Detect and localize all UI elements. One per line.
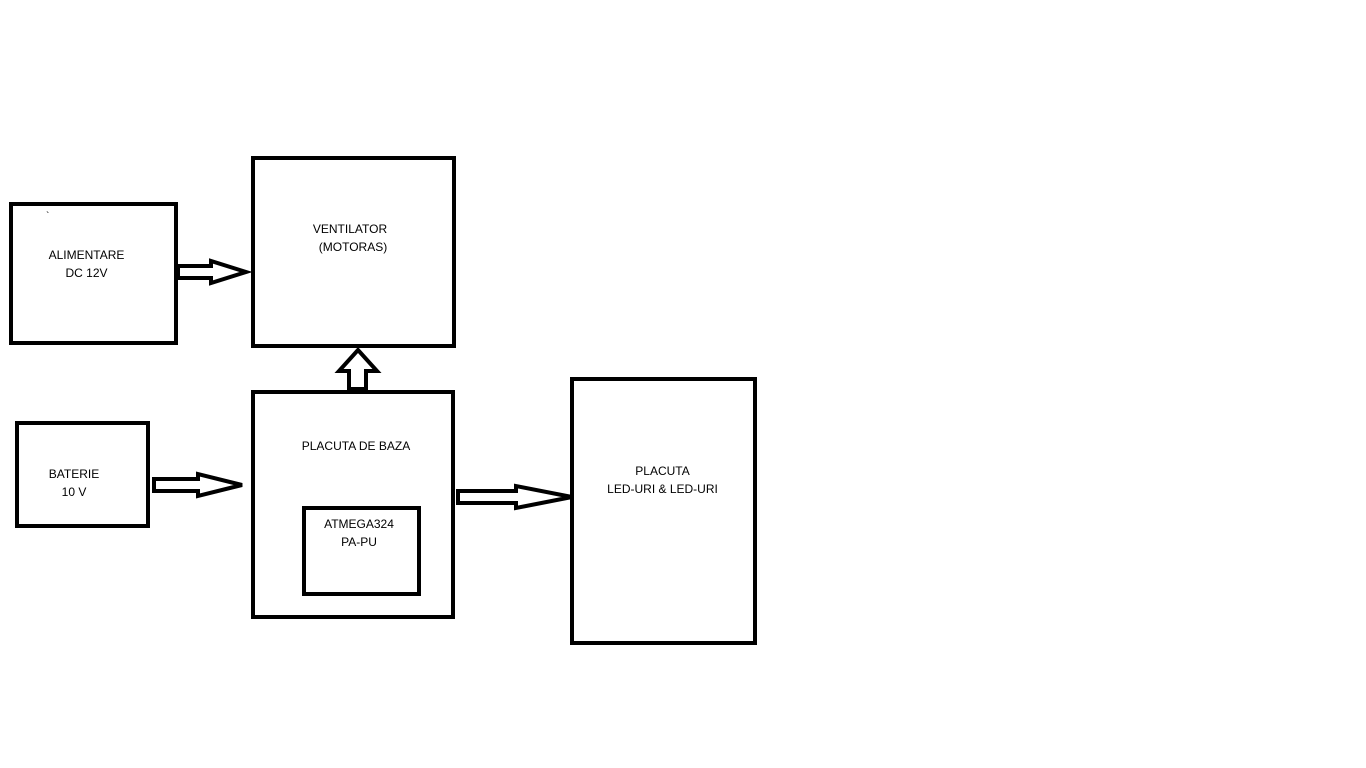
alimentare-label: ALIMENTARE DC 12V: [9, 246, 164, 282]
ventilator-line1: VENTILATOR: [312, 222, 388, 236]
placuta-led-line2: LED-URI & LED-URI: [607, 482, 718, 496]
placuta-led-label: PLACUTA LED-URI & LED-URI: [570, 462, 755, 498]
atmega-label: ATMEGA324 PA-PU: [302, 515, 416, 551]
arrow-baza-to-ventilator: [334, 347, 382, 391]
placuta-led-block: [570, 377, 757, 645]
baterie-block: [15, 421, 150, 528]
atmega-line2: PA-PU: [341, 535, 377, 549]
placuta-de-baza-line1: PLACUTA DE BAZA: [301, 439, 411, 453]
stray-mark: `: [46, 211, 50, 222]
atmega-line1: ATMEGA324: [324, 517, 394, 531]
placuta-de-baza-label: PLACUTA DE BAZA: [251, 437, 461, 455]
ventilator-label: VENTILATOR (MOTORAS): [251, 220, 449, 256]
baterie-label: BATERIE 10 V: [15, 465, 133, 501]
alimentare-line2: DC 12V: [65, 266, 108, 280]
placuta-led-line1: PLACUTA: [635, 464, 690, 478]
atmega-block: [302, 506, 421, 596]
alimentare-block: [9, 202, 178, 345]
arrow-baterie-to-baza: [152, 471, 243, 499]
baterie-line1: BATERIE: [48, 467, 100, 481]
ventilator-block: [251, 156, 456, 348]
baterie-line2: 10 V: [61, 485, 87, 499]
arrow-baza-to-led: [456, 483, 573, 511]
alimentare-line1: ALIMENTARE: [48, 248, 125, 262]
ventilator-line2: (MOTORAS): [318, 240, 388, 254]
arrow-alimentare-to-ventilator: [176, 258, 253, 286]
